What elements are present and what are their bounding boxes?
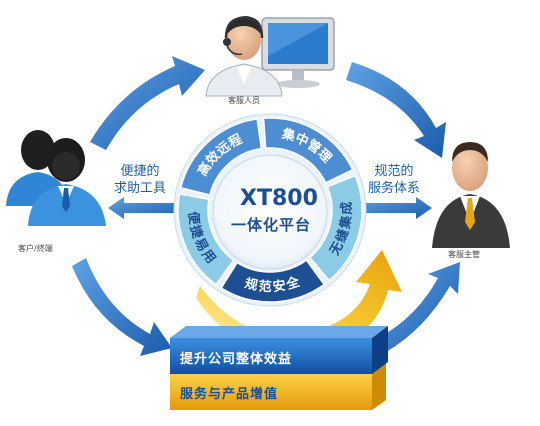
supervisor-icon	[432, 142, 510, 248]
headset-operator-icon	[205, 16, 335, 97]
client-group-icon	[6, 130, 106, 226]
arrow-right	[354, 197, 432, 219]
ring-core	[212, 154, 328, 270]
core-title: XT800	[240, 186, 318, 211]
label-right-line1: 规范的	[374, 164, 414, 179]
label-left-person: 客户/终端	[18, 244, 53, 253]
monitor-icon	[261, 17, 335, 88]
label-top-person: 客服人员	[228, 96, 260, 105]
arrow-bottom-left	[72, 258, 172, 356]
label-right-line2: 服务体系	[368, 181, 421, 196]
ring-segment-2	[262, 117, 354, 184]
bar-gold-label: 服务与产品增值	[180, 387, 279, 402]
label-left-line1: 便捷的	[120, 164, 160, 179]
ring-segment-3	[308, 174, 363, 282]
label-left-line2: 求助工具	[114, 181, 167, 196]
ring-segment-1	[179, 118, 263, 196]
arrow-top-right	[346, 62, 446, 158]
arrow-left	[108, 197, 186, 219]
label-right-system: 规范的 服务体系	[368, 163, 420, 197]
label-left-tool: 便捷的 求助工具	[114, 163, 166, 197]
ring-segment-4	[220, 259, 326, 303]
label-right-person: 客服主管	[448, 250, 480, 259]
arrow-top-left	[90, 56, 205, 150]
platform-ring: 高效远程集中管理无缝集成规范安全便捷易用	[173, 113, 367, 307]
arrow-bottom-right	[378, 262, 460, 352]
bar-blue-label: 提升公司整体效益	[180, 352, 293, 367]
ring-segment-5	[177, 193, 235, 286]
side-arrows	[108, 197, 432, 219]
ring-label-4: 规范安全	[243, 273, 302, 295]
flow-arrows	[72, 56, 460, 356]
core-subtitle: 一体化平台	[231, 216, 312, 234]
benefit-bars	[170, 326, 388, 410]
